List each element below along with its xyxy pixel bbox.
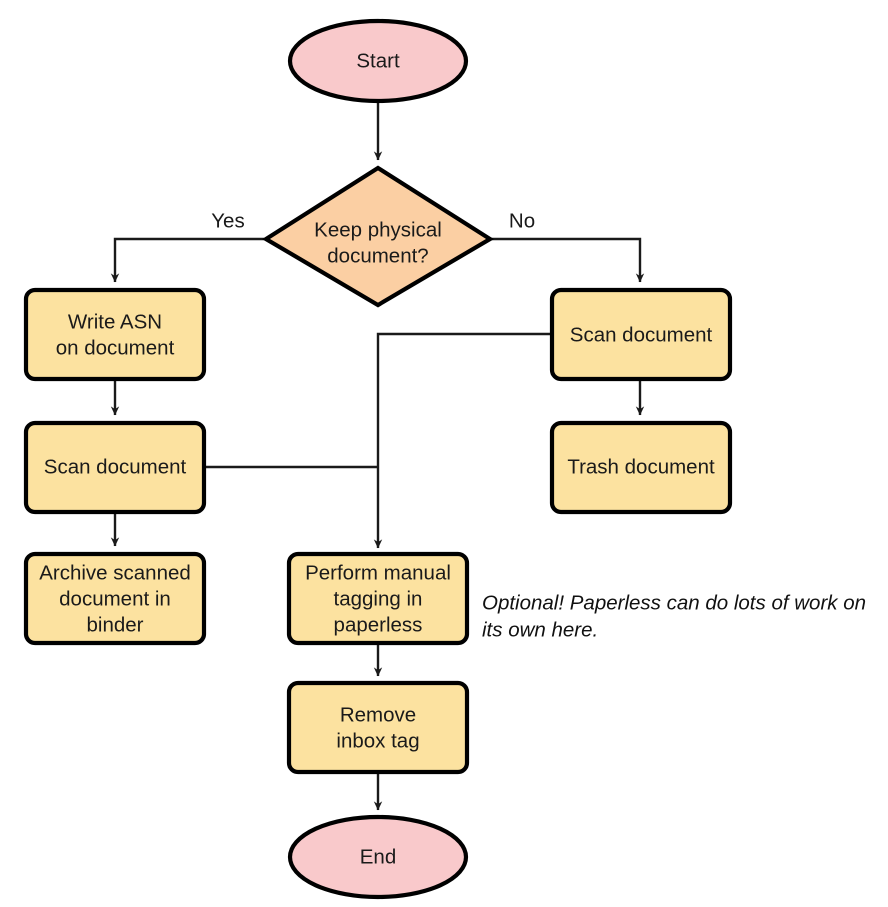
edge-label-no: No <box>509 209 535 232</box>
note-line1: Optional! Paperless can do lots of work … <box>482 591 866 614</box>
trash-label: Trash document <box>567 455 715 478</box>
node-write-asn[interactable]: Write ASN on document <box>23 287 207 382</box>
archive-label-line1: Archive scanned <box>39 561 191 584</box>
trash-box <box>549 420 733 515</box>
archive-box <box>23 551 207 646</box>
node-end[interactable]: End <box>287 814 469 900</box>
archive-label-line2: document in <box>59 587 171 610</box>
manual-tagging-box <box>286 551 470 646</box>
scan-left-label: Scan document <box>44 455 187 478</box>
end-label: End <box>360 845 396 868</box>
decision-diamond <box>261 165 495 308</box>
edge-label-yes: Yes <box>211 209 244 232</box>
connector-scan-right-to-manual-tagging <box>373 332 552 549</box>
write-asn-label-line2: on document <box>56 336 175 359</box>
start-label: Start <box>356 49 400 72</box>
scan-left-box <box>23 420 207 515</box>
node-archive-scanned-document[interactable]: Archive scanned document in binder <box>23 551 207 646</box>
remove-inbox-label-line1: Remove <box>340 703 416 726</box>
write-asn-box <box>23 287 207 382</box>
archive-label-line3: binder <box>87 613 144 636</box>
scan-right-box <box>549 287 733 382</box>
manual-tagging-label-line1: Perform manual <box>305 561 451 584</box>
node-perform-manual-tagging[interactable]: Perform manual tagging in paperless <box>286 551 470 646</box>
node-decision-keep-physical-document[interactable]: Keep physical document? <box>261 165 495 308</box>
node-start[interactable]: Start <box>287 18 469 104</box>
decision-label-line2: document? <box>327 244 428 267</box>
node-scan-document-left[interactable]: Scan document <box>23 420 207 515</box>
note-line2: its own here. <box>482 618 598 641</box>
manual-tagging-label-line2: tagging in <box>334 587 423 610</box>
node-trash-document[interactable]: Trash document <box>549 420 733 515</box>
node-scan-document-right[interactable]: Scan document <box>549 287 733 382</box>
remove-inbox-box <box>286 680 470 775</box>
remove-inbox-label-line2: inbox tag <box>336 729 419 752</box>
annotation-optional-note: Optional! Paperless can do lots of work … <box>482 591 866 641</box>
connector-decision-yes-to-write-asn <box>110 237 264 283</box>
node-remove-inbox-tag[interactable]: Remove inbox tag <box>286 680 470 775</box>
write-asn-label-line1: Write ASN <box>68 310 162 333</box>
manual-tagging-label-line3: paperless <box>334 613 423 636</box>
start-ellipse <box>287 18 469 104</box>
scan-right-label: Scan document <box>570 323 713 346</box>
decision-label-line1: Keep physical <box>314 218 442 241</box>
end-ellipse <box>287 814 469 900</box>
connector-decision-no-to-scan-right <box>491 237 645 283</box>
